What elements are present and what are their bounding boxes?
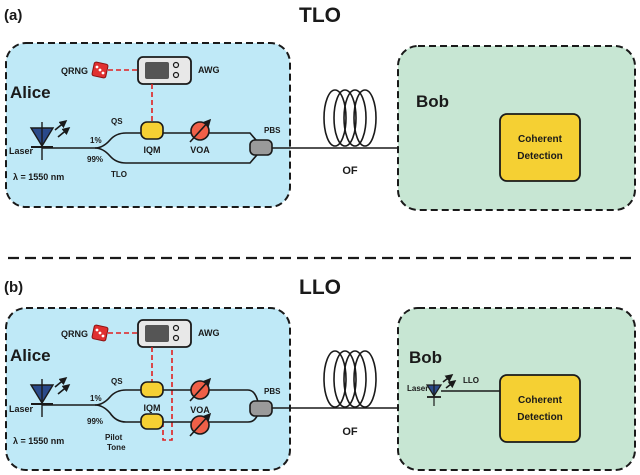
awg-device-icon <box>137 319 192 348</box>
fiber-label: OF <box>342 426 358 438</box>
llo-label: LLO <box>463 376 479 385</box>
signal-path <box>42 132 263 149</box>
panel-a-tag: (a) <box>4 7 22 24</box>
pilot-tone-modulator <box>140 413 164 430</box>
qs-label: QS <box>111 377 123 386</box>
qs-label: QS <box>111 117 123 126</box>
coherent-detection-box <box>499 113 581 182</box>
signal-path <box>42 389 259 406</box>
qrng-label: QRNG <box>61 329 88 339</box>
local-laser-diode-icon <box>425 374 457 406</box>
tlo-path <box>94 147 263 164</box>
iqm-label: IQM <box>144 145 161 155</box>
awg-label: AWG <box>198 65 220 75</box>
tlo-label: TLO <box>111 170 127 179</box>
panel-b-title: LLO <box>299 276 341 299</box>
coherent-detection-box <box>499 374 581 443</box>
awg-pilot-link <box>162 347 173 441</box>
panel-a: (a) TLO Alice QRNG AWG Laser <box>4 4 636 211</box>
voa-attenuator-icon <box>189 118 212 143</box>
iqm-label: IQM <box>144 403 161 413</box>
panel-b: (b) LLO Alice QRNG AWG Laser <box>4 276 636 471</box>
split-top-label: 1% <box>90 136 102 145</box>
pilot-line1: Pilot <box>105 433 123 442</box>
detector-line2: Detection <box>517 151 563 162</box>
pbs-label: PBS <box>264 387 281 396</box>
detector-line1: Coherent <box>518 134 563 145</box>
bob-laser-label: Laser <box>407 384 428 393</box>
voa-attenuator-icon <box>189 377 212 402</box>
pilot-tone-path <box>94 404 259 423</box>
optical-fiber-coil-icon <box>323 350 377 408</box>
iqm-modulator <box>140 381 164 398</box>
qrng-dice-icon <box>91 324 109 342</box>
bob-label: Bob <box>409 348 442 367</box>
wavelength-label: λ = 1550 nm <box>13 436 64 446</box>
pbs-splitter <box>249 139 273 156</box>
pbs-label: PBS <box>264 126 281 135</box>
detector-line1: Coherent <box>518 395 563 406</box>
wavelength-label: λ = 1550 nm <box>13 172 64 182</box>
awg-label: AWG <box>198 328 220 338</box>
fiber-label: OF <box>342 165 358 177</box>
bob-label: Bob <box>416 92 449 111</box>
laser-diode-icon <box>29 376 71 417</box>
awg-device-icon <box>137 56 192 85</box>
panel-b-tag: (b) <box>4 279 23 296</box>
alice-label: Alice <box>10 346 51 365</box>
alice-label: Alice <box>10 83 51 102</box>
split-top-label: 1% <box>90 394 102 403</box>
voa-label: VOA <box>190 145 210 155</box>
iqm-modulator <box>140 121 164 140</box>
voa-attenuator-icon <box>189 412 212 437</box>
qrng-label: QRNG <box>61 66 88 76</box>
split-bottom-label: 99% <box>87 417 103 426</box>
pilot-line2: Tone <box>107 443 126 452</box>
voa-label: VOA <box>190 405 210 415</box>
optical-fiber-coil-icon <box>323 89 377 147</box>
pbs-splitter <box>249 400 273 417</box>
laser-label: Laser <box>9 404 34 414</box>
laser-diode-icon <box>29 119 71 160</box>
qrng-dice-icon <box>91 61 109 79</box>
panel-a-title: TLO <box>299 4 341 27</box>
laser-label: Laser <box>9 146 34 156</box>
split-bottom-label: 99% <box>87 155 103 164</box>
detector-line2: Detection <box>517 412 563 423</box>
